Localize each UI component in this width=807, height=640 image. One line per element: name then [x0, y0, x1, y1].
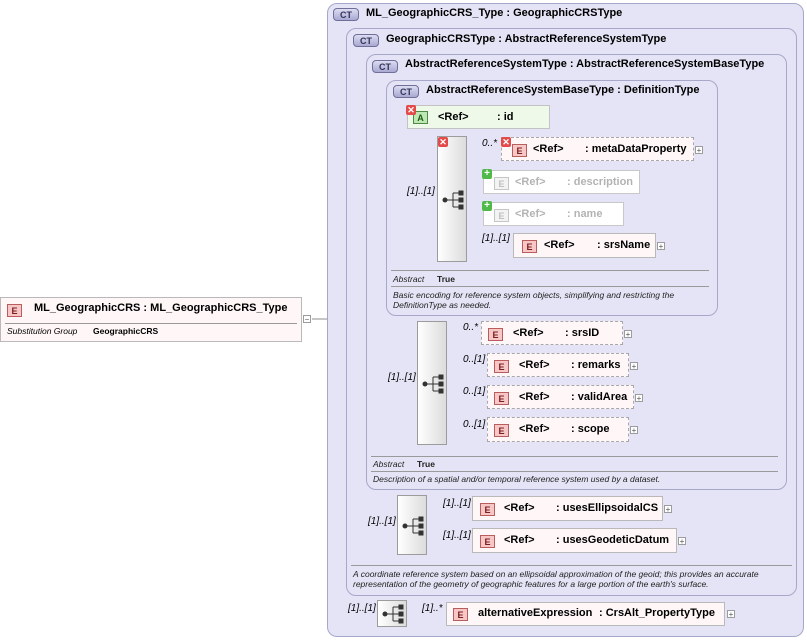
complex-type-icon: CT — [353, 34, 379, 47]
element-alternativeexpression[interactable]: E alternativeExpression : CrsAlt_Propert… — [446, 602, 725, 626]
sequence-compositor[interactable] — [417, 321, 447, 445]
sequence-compositor[interactable] — [397, 495, 427, 555]
prohibited-mark-icon: ✕ — [501, 137, 511, 147]
plus-icon[interactable]: + — [630, 362, 638, 371]
cardinality-label: 0..* — [463, 322, 479, 333]
abstract-value: True — [417, 459, 435, 469]
plus-icon[interactable]: + — [727, 610, 735, 619]
element-usesellipsoidalcs[interactable]: E <Ref> : usesEllipsoidalCS — [472, 496, 663, 521]
prohibited-mark-icon: ✕ — [438, 137, 448, 147]
plus-icon[interactable]: + — [630, 426, 638, 435]
abstract-label: Abstract — [373, 459, 405, 469]
element-scope[interactable]: E <Ref> : scope — [487, 417, 629, 442]
documentation-text: Basic encoding for reference system obje… — [393, 290, 675, 310]
abstract-value: True — [437, 274, 455, 284]
root-collapse-icon[interactable]: − — [303, 315, 311, 324]
cardinality-label: [1]..[1] — [368, 516, 396, 527]
element-badge-icon: E — [512, 144, 527, 157]
documentation-text: A coordinate reference system based on a… — [353, 569, 759, 589]
cardinality-label: 0..* — [482, 138, 498, 149]
substitution-group-label: Substitution Group — [7, 326, 78, 336]
complex-type-icon: CT — [393, 85, 419, 98]
element-badge-icon: E — [494, 424, 509, 437]
sequence-icon — [442, 190, 464, 210]
abstract-label: Abstract — [393, 274, 425, 284]
element-description[interactable]: E <Ref> : description — [483, 170, 640, 194]
documentation-text: Description of a spatial and/or temporal… — [373, 474, 661, 484]
plus-icon[interactable]: + — [624, 330, 632, 339]
sequence-icon — [422, 374, 444, 394]
cardinality-label: [1]..* — [422, 603, 443, 614]
element-srsname[interactable]: E <Ref> : srsName — [513, 233, 656, 258]
element-badge-icon: E — [480, 503, 495, 516]
added-mark-icon: + — [482, 169, 492, 179]
element-badge-icon: E — [7, 304, 22, 317]
element-usesgeodeticdatum[interactable]: E <Ref> : usesGeodeticDatum — [472, 528, 677, 553]
plus-icon[interactable]: + — [657, 242, 665, 251]
plus-icon[interactable]: + — [635, 394, 643, 403]
element-badge-icon: E — [480, 535, 495, 548]
sequence-icon — [382, 604, 404, 624]
complex-type-icon: CT — [333, 8, 359, 21]
ct1-title: ML_GeographicCRS_Type : GeographicCRSTyp… — [366, 7, 623, 19]
sequence-compositor[interactable] — [437, 136, 467, 262]
complex-type-icon: CT — [372, 60, 398, 73]
ct4-title: AbstractReferenceSystemBaseType : Defini… — [426, 84, 700, 96]
cardinality-label: [1]..[1] — [443, 498, 471, 509]
sequence-icon — [402, 516, 424, 536]
root-element-type: ML_GeographicCRS_Type — [150, 302, 288, 314]
cardinality-label: [1]..[1] — [407, 186, 435, 197]
root-element[interactable]: E ML_GeographicCRS : ML_GeographicCRS_Ty… — [0, 297, 302, 342]
added-mark-icon: + — [482, 201, 492, 211]
sequence-compositor[interactable] — [377, 600, 407, 627]
element-name[interactable]: E <Ref> : name — [483, 202, 624, 226]
cardinality-label: [1]..[1] — [443, 530, 471, 541]
element-badge-icon: E — [488, 328, 503, 341]
root-element-name: ML_GeographicCRS — [34, 302, 141, 314]
cardinality-label: [1]..[1] — [482, 233, 510, 244]
attribute-badge-icon: A — [413, 111, 428, 124]
element-metadataproperty[interactable]: E <Ref> : metaDataProperty — [501, 137, 694, 161]
cardinality-label: 0..[1] — [463, 354, 486, 365]
cardinality-label: [1]..[1] — [388, 372, 416, 383]
element-badge-icon: E — [494, 392, 509, 405]
plus-icon[interactable]: + — [678, 537, 686, 546]
prohibited-mark-icon: ✕ — [406, 105, 416, 115]
cardinality-label: 0..[1] — [463, 386, 486, 397]
ct2-title: GeographicCRSType : AbstractReferenceSys… — [386, 33, 667, 45]
element-validarea[interactable]: E <Ref> : validArea — [487, 385, 634, 409]
element-badge-icon: E — [453, 608, 468, 621]
plus-icon[interactable]: + — [695, 146, 703, 155]
element-badge-icon: E — [522, 240, 537, 253]
element-badge-icon: E — [494, 209, 509, 222]
cardinality-label: 0..[1] — [463, 419, 486, 430]
plus-icon[interactable]: + — [664, 505, 672, 514]
ct3-title: AbstractReferenceSystemType : AbstractRe… — [405, 58, 765, 70]
element-srsid[interactable]: E <Ref> : srsID — [481, 321, 623, 345]
element-remarks[interactable]: E <Ref> : remarks — [487, 353, 629, 377]
element-badge-icon: E — [494, 177, 509, 190]
element-badge-icon: E — [494, 360, 509, 373]
substitution-group-value: GeographicCRS — [93, 326, 159, 336]
attribute-id[interactable]: A <Ref> : id — [407, 105, 550, 129]
cardinality-label: [1]..[1] — [348, 603, 376, 614]
